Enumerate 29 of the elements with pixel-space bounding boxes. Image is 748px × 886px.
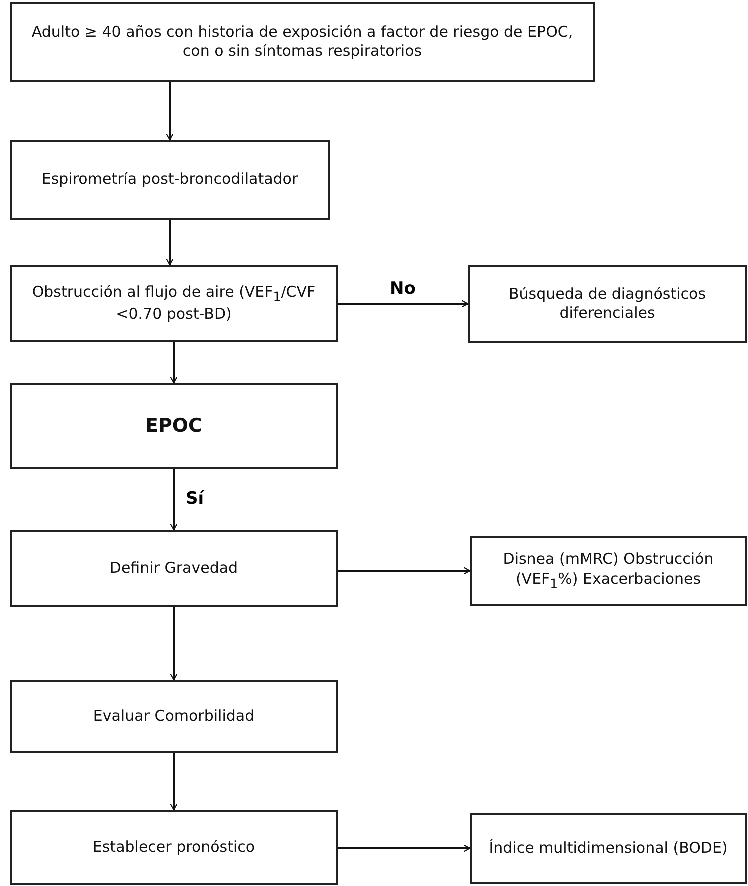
box-text: Adulto ≥ 40 años con historia de exposición a factor de riesgo de EPOC, con o sin síntomas respiratorios: [30, 22, 574, 62]
box-text: Disnea (mMRC) Obstrucción (VEF$_{1}$%) Exacerbaciones: [502, 550, 715, 592]
arrow: [166, 220, 174, 266]
box-text: Evaluar Comorbilidad: [92, 706, 256, 726]
process-box: [10, 530, 338, 607]
arrow: [170, 342, 178, 384]
box-text: Índice multidimensional (BODE): [488, 838, 729, 858]
process-box: [10, 680, 338, 753]
box-text: EPOC: [144, 414, 204, 438]
process-box: [468, 265, 747, 343]
arrow: [338, 844, 471, 852]
box-text: Búsqueda de diagnósticos diferenciales: [508, 284, 708, 324]
process-box: [10, 265, 338, 342]
arrow: [166, 82, 174, 141]
arrow: [170, 753, 178, 811]
arrow: [338, 567, 471, 575]
arrow: [338, 300, 469, 308]
box-text: Definir Gravedad: [108, 558, 240, 578]
process-box: [10, 140, 330, 220]
process-box: [10, 2, 595, 82]
process-box: [470, 536, 747, 606]
process-box: [10, 810, 338, 885]
arrow: [170, 469, 178, 531]
box-text: Obstrucción al flujo de aire (VEF$_{1}$/CVF <0.70 post-BD): [31, 282, 317, 324]
box-text: Establecer pronóstico: [92, 838, 256, 858]
box-text: Espirometría post-broncodilatador: [40, 170, 300, 190]
process-box: [10, 383, 338, 469]
process-box: [470, 813, 747, 884]
arrow: [170, 607, 178, 681]
